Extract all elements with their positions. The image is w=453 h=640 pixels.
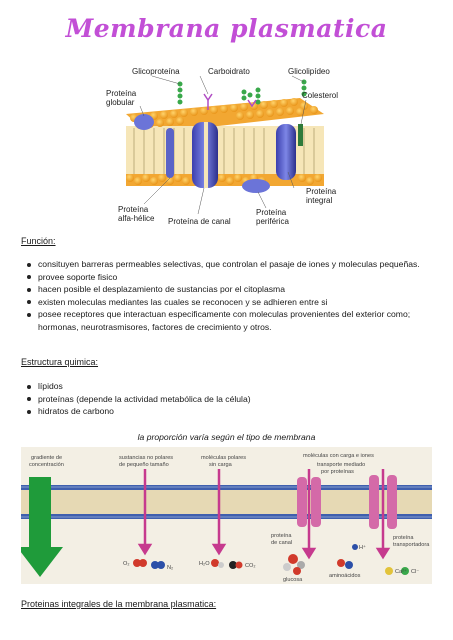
label-n2: N₂ xyxy=(167,565,173,571)
label-gradiente-2: concentración xyxy=(29,462,64,468)
label-proteina-globular: Proteína xyxy=(106,89,137,98)
label-glucosa: glucosa xyxy=(283,577,303,583)
list-item: existen moleculas mediantes las cuales s… xyxy=(21,296,431,309)
caption: la proporción varía según el tipo de mem… xyxy=(137,432,316,442)
funcion-heading: Función: xyxy=(21,236,56,246)
label-no-polares-2: de pequeño tamaño xyxy=(119,462,169,468)
integrales-heading: Proteinas integrales de la membrana plas… xyxy=(21,599,217,609)
label-proteina-integral: Proteína xyxy=(306,187,337,196)
label-carga-iones: moléculas con carga e iones xyxy=(303,453,374,459)
label-transporte-2: por proteínas xyxy=(321,469,354,475)
label-alfa-helice-2: alfa-hélice xyxy=(118,214,155,223)
label-canal-2: de canal xyxy=(271,540,292,546)
page-title: Membrana plasmatica xyxy=(65,14,388,43)
transport-diagram: gradiente de concentración sustancias no… xyxy=(21,447,432,584)
list-item: consituyen barreras permeables selectiva… xyxy=(21,258,431,271)
list-item: provee soporte fisico xyxy=(21,271,431,284)
label-proteina-globular-2: globular xyxy=(106,98,135,107)
label-ca-ion: Ca²⁺ xyxy=(395,568,407,575)
label-glicolipideo: Glicolipídeo xyxy=(288,67,330,76)
list-item: hacen posible el desplazamiento de susta… xyxy=(21,283,431,296)
gradient-arrow xyxy=(21,477,63,577)
label-proteina-integral-2: integral xyxy=(306,196,332,205)
label-transportadora: proteína xyxy=(393,535,414,541)
integral-protein xyxy=(276,124,296,180)
label-glicoproteina: Glicoproteína xyxy=(132,67,180,76)
label-polares: moléculas polares xyxy=(201,455,246,461)
peripheral-protein xyxy=(242,179,270,193)
list-item: hidratos de carbono xyxy=(21,405,431,418)
label-h2o: H₂O xyxy=(199,561,210,567)
label-transportadora-2: transportadora xyxy=(393,542,430,548)
label-proteina-canal: Proteína de canal xyxy=(168,217,231,226)
label-polares-2: sin carga xyxy=(209,462,233,468)
label-aminoacidos: aminoácidos xyxy=(329,573,361,579)
label-o2: O₂ xyxy=(123,561,130,567)
label-h-ion: H⁺ xyxy=(359,544,366,551)
label-carboidrato: Carboidrato xyxy=(208,67,250,76)
list-item: lípidos xyxy=(21,380,431,393)
label-proteina-periferica: Proteína xyxy=(256,208,287,217)
label-no-polares: sustancias no polares xyxy=(119,455,173,461)
label-transporte: transporte mediado xyxy=(317,462,365,468)
membrane-diagram: Glicoproteína Carboidrato Glicolipídeo P… xyxy=(106,67,338,226)
label-cl-ion: Cl⁻ xyxy=(411,569,419,575)
label-co2: CO₂ xyxy=(245,563,256,569)
list-item: proteínas (depende la actividad metabóli… xyxy=(21,393,431,406)
estructura-list: lípidos proteínas (depende la actividad … xyxy=(21,380,431,418)
globular-protein xyxy=(134,114,154,130)
label-canal: proteína xyxy=(271,533,292,539)
estructura-heading: Estructura quimica: xyxy=(21,357,99,367)
label-gradiente: gradiente de xyxy=(31,455,62,461)
label-proteina-periferica-2: periférica xyxy=(256,217,289,226)
list-item: posee receptores que interactuan especif… xyxy=(21,308,431,333)
funcion-list: consituyen barreras permeables selectiva… xyxy=(21,258,431,334)
label-colesterol: Colesterol xyxy=(302,91,338,100)
label-alfa-helice: Proteína xyxy=(118,205,149,214)
